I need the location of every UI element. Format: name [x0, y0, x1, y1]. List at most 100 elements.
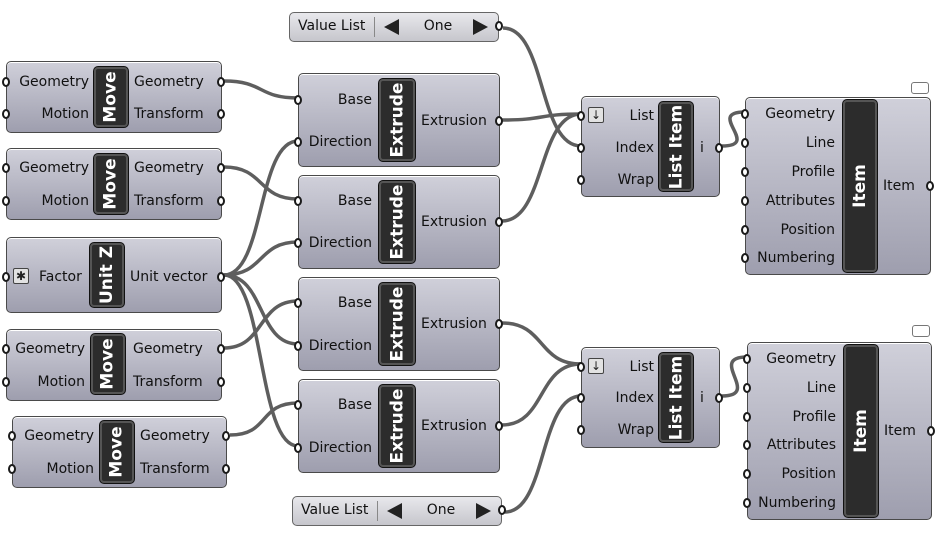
item-nickname[interactable]: Item — [844, 345, 878, 517]
next-arrow-icon[interactable] — [476, 503, 491, 519]
list-item-nickname[interactable]: List Item — [659, 353, 693, 442]
value-list-bottom[interactable]: Value List One — [292, 496, 506, 526]
connection-wire[interactable] — [721, 110, 746, 148]
output-grip[interactable] — [217, 77, 225, 87]
extrude-nickname[interactable]: Extrude — [379, 283, 415, 365]
input-attributes[interactable]: Attributes — [765, 193, 835, 209]
output-grip[interactable] — [217, 196, 225, 206]
next-arrow-icon[interactable] — [473, 19, 488, 35]
input-grip[interactable] — [2, 272, 10, 282]
output-grip[interactable] — [715, 143, 723, 153]
connection-wire[interactable] — [501, 112, 582, 223]
input-base[interactable]: Base — [337, 193, 372, 209]
move-component-3[interactable]: Geometry Motion Move Geometry Transform — [2, 329, 225, 401]
output-grip[interactable] — [927, 426, 935, 436]
input-grip[interactable] — [741, 196, 749, 206]
output-grip[interactable] — [495, 217, 503, 227]
input-base[interactable]: Base — [337, 397, 372, 413]
unit-z-nickname[interactable]: Unit Z — [90, 243, 124, 307]
connection-wire[interactable] — [721, 355, 748, 398]
arrow-down-icon[interactable]: ↓ — [588, 358, 604, 374]
connection-wire[interactable] — [501, 362, 582, 427]
input-grip[interactable] — [741, 253, 749, 263]
input-motion[interactable]: Motion — [41, 106, 89, 122]
input-wrap[interactable]: Wrap — [617, 422, 654, 438]
input-grip[interactable] — [741, 225, 749, 235]
output-grip[interactable] — [217, 272, 225, 282]
input-attributes[interactable]: Attributes — [766, 437, 836, 453]
input-list[interactable]: List — [629, 359, 654, 375]
output-geometry[interactable]: Geometry — [133, 341, 203, 357]
extrude-nickname[interactable]: Extrude — [379, 385, 415, 467]
input-grip[interactable] — [2, 377, 10, 387]
extrude-nickname[interactable]: Extrude — [379, 181, 415, 263]
extrude-component-4[interactable]: Base Direction Extrude Extrusion — [294, 379, 503, 473]
input-direction[interactable]: Direction — [308, 338, 372, 354]
output-i[interactable]: i — [700, 140, 704, 156]
output-transform[interactable]: Transform — [134, 193, 204, 209]
input-grip[interactable] — [294, 298, 302, 308]
connection-wire[interactable] — [223, 139, 299, 277]
output-geometry[interactable]: Geometry — [134, 160, 204, 176]
previous-arrow-icon[interactable] — [384, 19, 399, 35]
output-transform[interactable]: Transform — [140, 461, 210, 477]
input-list[interactable]: List — [629, 108, 654, 124]
connection-wire[interactable] — [223, 273, 299, 346]
move-nickname[interactable]: Move — [94, 67, 128, 127]
input-motion[interactable]: Motion — [37, 374, 85, 390]
input-grip[interactable] — [294, 196, 302, 206]
output-grip[interactable] — [217, 163, 225, 173]
input-grip[interactable] — [294, 341, 302, 351]
move-nickname[interactable]: Move — [91, 334, 125, 394]
input-grip[interactable] — [743, 383, 751, 393]
input-motion[interactable]: Motion — [46, 461, 94, 477]
arrow-down-icon[interactable]: ↓ — [588, 107, 604, 123]
output-grip[interactable] — [715, 393, 723, 403]
extrude-component-2[interactable]: Base Direction Extrude Extrusion — [294, 175, 503, 269]
output-extrusion[interactable]: Extrusion — [421, 214, 487, 230]
input-grip[interactable] — [8, 464, 16, 474]
input-grip[interactable] — [294, 443, 302, 453]
input-position[interactable]: Position — [780, 222, 835, 238]
output-unit-vector[interactable]: Unit vector — [130, 269, 208, 285]
input-grip[interactable] — [2, 77, 10, 87]
input-grip[interactable] — [741, 138, 749, 148]
list-item-component-1[interactable]: ↓ List Index Wrap List Item i — [577, 96, 723, 197]
connection-wire[interactable] — [223, 273, 299, 448]
asterisk-param-icon[interactable]: ✱ — [13, 268, 29, 284]
output-grip[interactable] — [217, 344, 225, 354]
input-grip[interactable] — [577, 111, 585, 121]
list-item-component-2[interactable]: ↓ List Index Wrap List Item i — [577, 347, 723, 448]
value-list-top[interactable]: Value List One — [289, 12, 503, 42]
connection-wire[interactable] — [223, 165, 299, 201]
input-grip[interactable] — [294, 238, 302, 248]
extrude-component-3[interactable]: Base Direction Extrude Extrusion — [294, 277, 503, 371]
input-grip[interactable] — [2, 344, 10, 354]
input-direction[interactable]: Direction — [308, 440, 372, 456]
output-grip[interactable] — [222, 464, 230, 474]
output-extrusion[interactable]: Extrusion — [421, 316, 487, 332]
move-component-2[interactable]: Geometry Motion Move Geometry Transform — [2, 148, 225, 220]
input-grip[interactable] — [294, 137, 302, 147]
input-geometry[interactable]: Geometry — [19, 160, 89, 176]
preview-bubble-icon[interactable] — [911, 82, 929, 94]
output-transform[interactable]: Transform — [133, 374, 203, 390]
output-geometry[interactable]: Geometry — [134, 74, 204, 90]
connection-wire[interactable] — [504, 394, 582, 514]
extrude-component-1[interactable]: Base Direction Extrude Extrusion — [294, 73, 503, 167]
output-grip[interactable] — [217, 377, 225, 387]
input-grip[interactable] — [577, 175, 585, 185]
preview-bubble-icon[interactable] — [912, 325, 930, 337]
input-grip[interactable] — [2, 163, 10, 173]
output-extrusion[interactable]: Extrusion — [421, 418, 487, 434]
input-geometry[interactable]: Geometry — [765, 106, 835, 122]
input-geometry[interactable]: Geometry — [19, 74, 89, 90]
input-grip[interactable] — [577, 393, 585, 403]
connection-wire[interactable] — [223, 240, 299, 277]
input-line[interactable]: Line — [806, 380, 836, 396]
input-geometry[interactable]: Geometry — [24, 428, 94, 444]
input-grip[interactable] — [743, 412, 751, 422]
output-grip[interactable] — [495, 421, 503, 431]
item-component-2[interactable]: Geometry Line Profile Attributes Positio… — [743, 342, 935, 520]
connection-wire[interactable] — [229, 401, 299, 437]
